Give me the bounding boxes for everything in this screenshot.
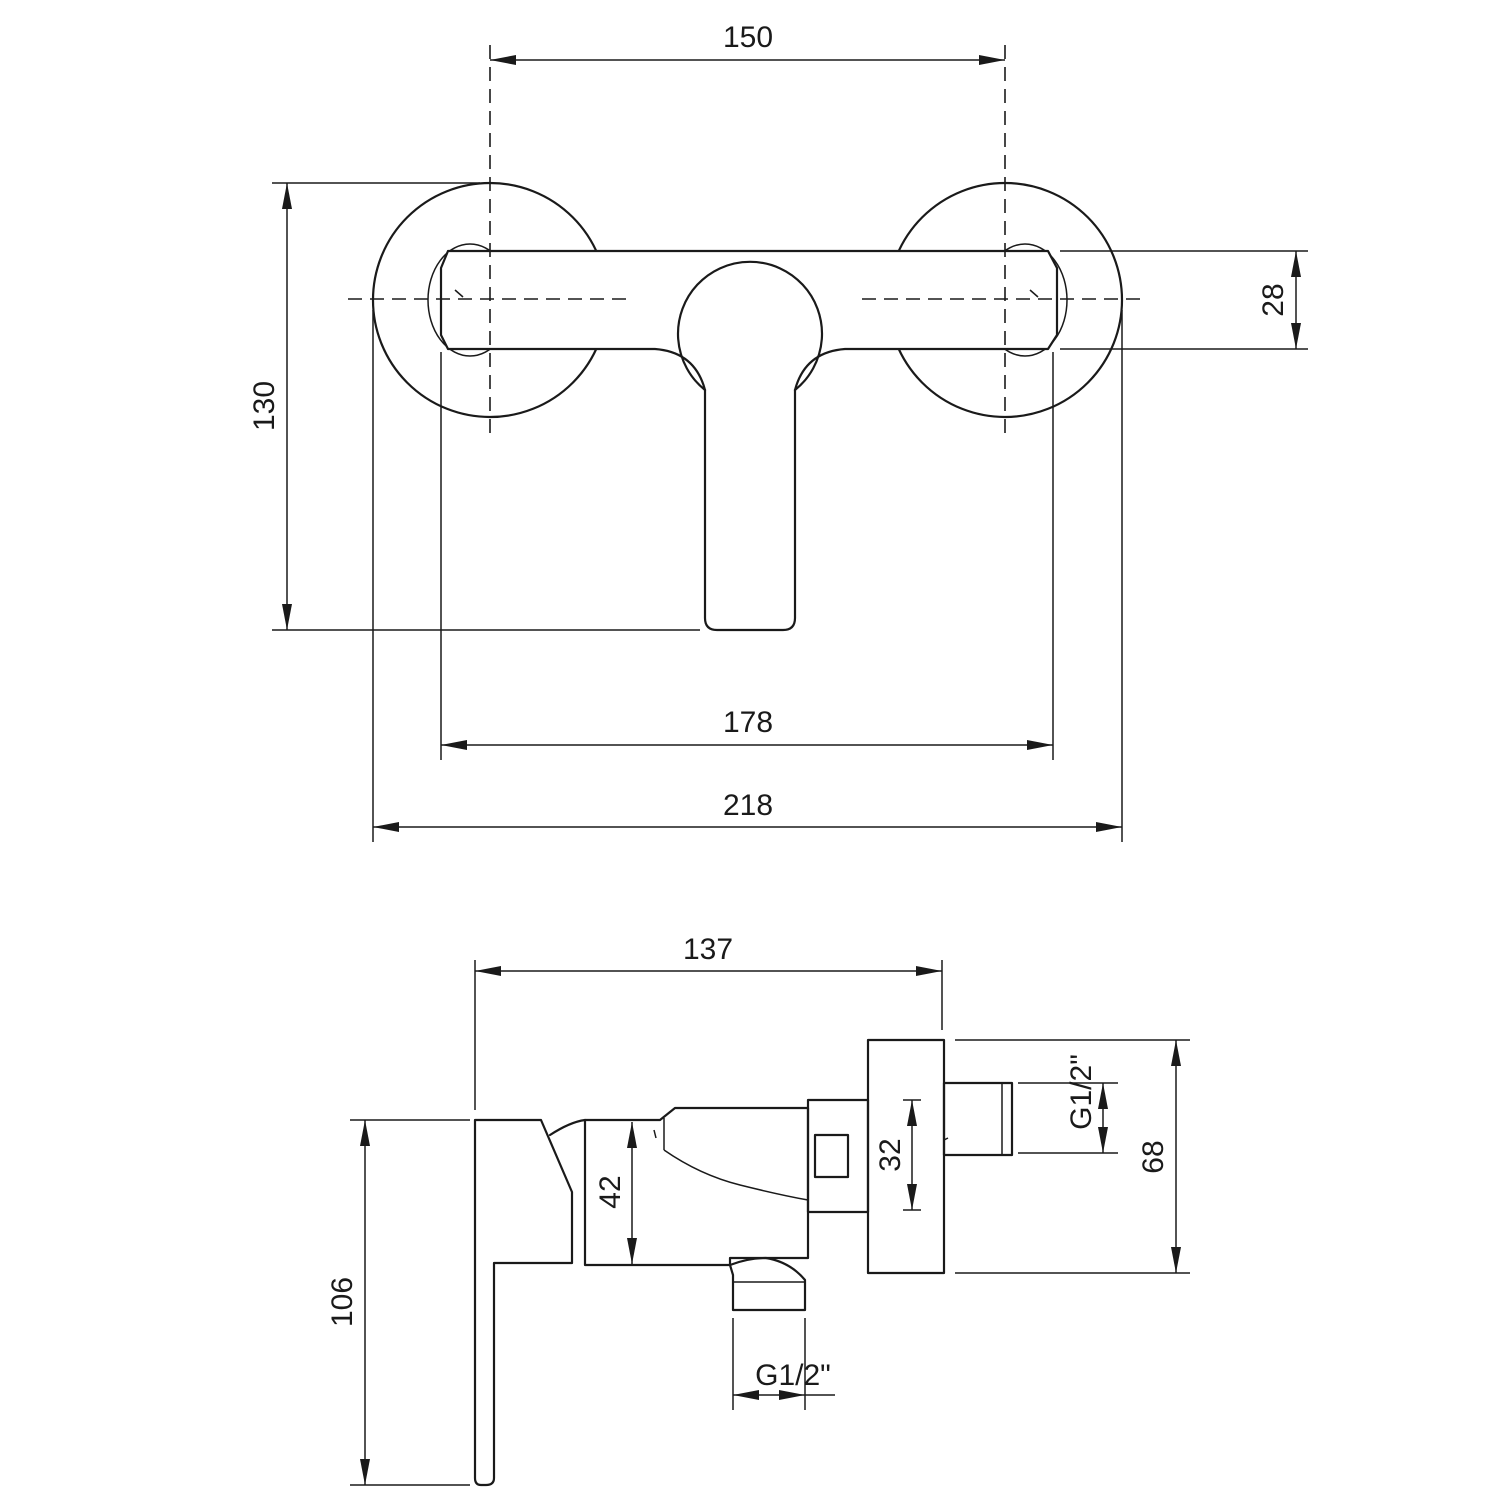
thread-inlet-label: G1/2" <box>1065 1054 1098 1130</box>
body-curve-detail <box>663 1149 809 1201</box>
inlet-mark <box>943 1137 949 1141</box>
dim-32-arrow-bottom <box>907 1184 917 1210</box>
front-view: 150 130 28 178 218 <box>248 21 1308 842</box>
thread-outlet-arrow-right <box>779 1390 805 1400</box>
dim-130-arrow-top <box>282 183 292 209</box>
dim-28-arrow-top <box>1291 251 1301 277</box>
eccentric-connector <box>806 1098 870 1214</box>
dim-68-arrow-top <box>1171 1040 1181 1066</box>
dim-137-arrow-left <box>475 966 501 976</box>
body-chamfer-mark <box>454 289 464 298</box>
mixer-body <box>439 249 1059 632</box>
dim-42-arrow-bottom <box>627 1238 637 1264</box>
dim-218-arrow-right <box>1096 822 1122 832</box>
lever-hub-side <box>548 1118 587 1137</box>
dim-150-arrow-right <box>979 55 1005 65</box>
thread-outlet-label: G1/2" <box>755 1359 831 1392</box>
dim-130-arrow-bottom <box>282 604 292 630</box>
side-view: 137 106 42 32 68 G1/2" <box>326 933 1190 1487</box>
dim-178-arrow-left <box>441 740 467 750</box>
dim-body-height-label: 28 <box>1257 283 1290 316</box>
dim-height-label: 130 <box>248 381 281 431</box>
dim-28-arrow-bottom <box>1291 323 1301 349</box>
dim-218-arrow-left <box>373 822 399 832</box>
thread-inlet-arrow-top <box>1098 1083 1108 1109</box>
thread-inlet-arrow-bottom <box>1098 1127 1108 1153</box>
dim-42-arrow-top <box>627 1122 637 1148</box>
dim-178-arrow-right <box>1027 740 1053 750</box>
body-mark <box>653 1129 657 1139</box>
dim-depth-label: 137 <box>683 933 733 966</box>
lever <box>473 1118 574 1487</box>
dim-106-arrow-top <box>360 1120 370 1146</box>
wall-flange <box>866 1038 946 1275</box>
thread-outlet-arrow-left <box>733 1390 759 1400</box>
dim-body-height-side-label: 42 <box>594 1175 627 1208</box>
inlet-pipe <box>942 1081 1014 1157</box>
dim-150-arrow-left <box>490 55 516 65</box>
eccentric-nut <box>813 1133 850 1179</box>
dim-body-width-label: 178 <box>723 706 773 739</box>
dim-eccentric-height-label: 32 <box>874 1138 907 1171</box>
dim-overall-width-label: 218 <box>723 789 773 822</box>
dim-32-arrow-top <box>907 1100 917 1126</box>
dim-106-arrow-bottom <box>360 1459 370 1485</box>
dim-wall-flange-height-label: 68 <box>1137 1140 1170 1173</box>
lever-hub <box>676 260 824 392</box>
body-chamfer-mark <box>1029 289 1039 298</box>
dim-lever-height-label: 106 <box>326 1277 359 1327</box>
dim-center-distance-label: 150 <box>723 21 773 54</box>
outlet-fitting <box>728 1256 807 1312</box>
dim-68-arrow-bottom <box>1171 1247 1181 1273</box>
dim-137-arrow-right <box>916 966 942 976</box>
mixer-body-side <box>583 1106 810 1267</box>
